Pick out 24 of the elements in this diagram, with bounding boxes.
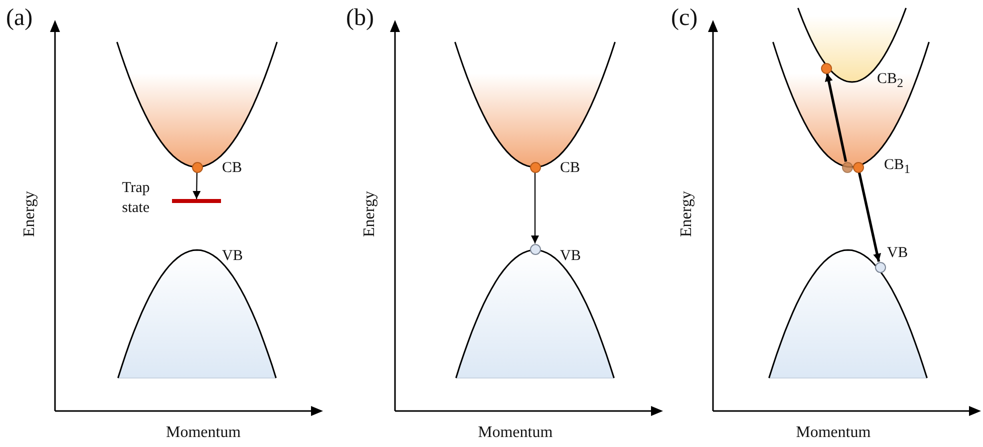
- axis-title: Energy: [679, 191, 695, 237]
- carrier-dot: [530, 244, 540, 254]
- carrier-dot: [874, 262, 886, 272]
- trap-level-bar: [172, 199, 221, 203]
- arrow: [192, 172, 201, 199]
- band-label: VB: [222, 249, 243, 264]
- arrow: [858, 172, 881, 262]
- panel-letter: (b): [346, 6, 374, 30]
- axis-title: Energy: [362, 191, 378, 237]
- band-label: VB: [887, 246, 908, 261]
- state-label: Trap state: [122, 179, 151, 218]
- panel-letter: (a): [6, 6, 33, 30]
- band-label: CB: [560, 161, 580, 176]
- axis-title: Momentum: [166, 425, 241, 441]
- arrow: [824, 73, 848, 162]
- band-label: CB: [222, 161, 242, 176]
- axis-title: Momentum: [796, 425, 871, 441]
- band-label: CB$_{1}$: [884, 158, 910, 176]
- band-label: CB$_{2}$: [877, 72, 904, 90]
- band-label: VB: [560, 249, 581, 264]
- panel-letter: (c): [671, 6, 698, 30]
- axis-title: Energy: [22, 191, 38, 237]
- arrow: [531, 172, 539, 244]
- axis-title: Momentum: [478, 425, 553, 441]
